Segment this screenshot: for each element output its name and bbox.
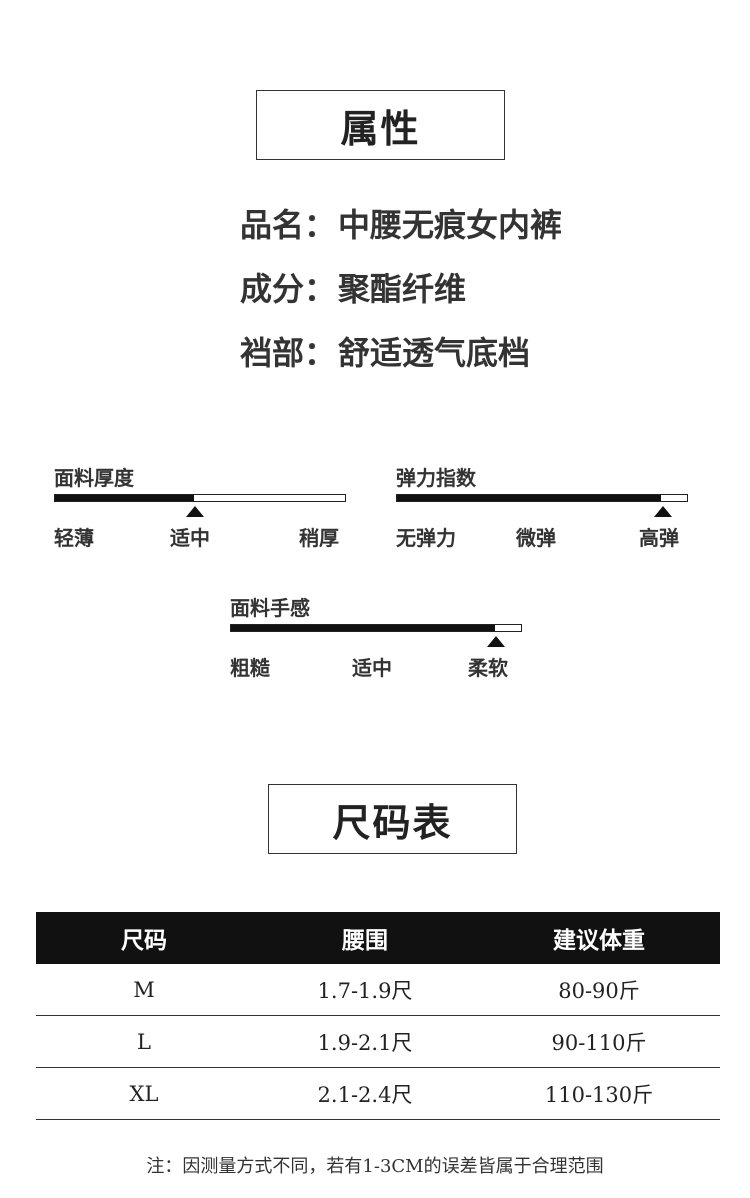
gauge-label-high: 柔软 [468, 656, 508, 680]
gauge-marker-icon [654, 506, 672, 517]
waist-cell: 2.1-2.4尺 [252, 1067, 478, 1120]
measurement-note: 注：因测量方式不同，若有1-3CM的误差皆属于合理范围 [146, 1156, 604, 1177]
size-cell: L [36, 1015, 252, 1068]
attribute-key: 裆部 [240, 334, 305, 372]
gauge-label-low: 无弹力 [396, 526, 456, 550]
size-cell: M [36, 964, 252, 1016]
attribute-separator: ： [304, 206, 337, 244]
gauge-label-high: 稍厚 [299, 526, 339, 550]
waist-cell: 1.7-1.9尺 [252, 964, 478, 1016]
attribute-key: 成分 [240, 270, 305, 308]
gauge-label-low: 轻薄 [54, 526, 94, 550]
column-header-weight: 建议体重 [553, 927, 645, 954]
attribute-key: 品名 [240, 206, 305, 244]
weight-cell: 80-90斤 [478, 964, 720, 1016]
gauge-label-mid: 微弹 [516, 526, 556, 550]
column-header-size: 尺码 [121, 927, 167, 954]
attribute-value: 中腰无痕女内裤 [338, 206, 563, 244]
gauge-marker-icon [186, 506, 204, 517]
attributes-heading: 属性 [256, 90, 505, 160]
attribute-row-material: 成分：聚酯纤维 [240, 264, 466, 310]
elasticity-gauge: 弹力指数 无弹力 微弹 高弹 [396, 462, 690, 562]
table-row: XL 2.1-2.4尺 110-130斤 [36, 1067, 720, 1120]
table-row: L 1.9-2.1尺 90-110斤 [36, 1015, 720, 1068]
gauge-fill [55, 495, 195, 501]
hand-feel-gauge: 面料手感 粗糙 适中 柔软 [230, 592, 524, 692]
gauge-bar [54, 494, 346, 502]
weight-cell: 110-130斤 [478, 1067, 720, 1120]
gauge-bar [396, 494, 688, 502]
attribute-row-crotch: 裆部：舒适透气底档 [240, 328, 530, 374]
waist-cell: 1.9-2.1尺 [252, 1015, 478, 1068]
gauge-label-high: 高弹 [639, 526, 679, 550]
gauge-title: 弹力指数 [396, 466, 476, 490]
gauge-label-mid: 适中 [170, 526, 210, 550]
gauge-bar [230, 624, 522, 632]
gauge-title: 面料手感 [230, 596, 310, 620]
gauge-fill [397, 495, 661, 501]
size-chart-heading: 尺码表 [268, 784, 517, 854]
attribute-separator: ： [304, 270, 337, 308]
gauge-title: 面料厚度 [54, 466, 134, 490]
attribute-separator: ： [304, 334, 337, 372]
size-table: 尺码 腰围 建议体重 M 1.7-1.9尺 80-90斤 L 1.9-2.1尺 … [36, 912, 720, 1120]
attribute-value: 舒适透气底档 [338, 334, 531, 372]
size-cell: XL [36, 1067, 252, 1120]
attribute-row-name: 品名：中腰无痕女内裤 [240, 200, 562, 246]
gauge-fill [231, 625, 495, 631]
attribute-value: 聚酯纤维 [338, 270, 467, 308]
gauge-label-mid: 适中 [352, 656, 392, 680]
table-header-row: 尺码 腰围 建议体重 [36, 912, 720, 964]
gauge-label-low: 粗糙 [230, 656, 270, 680]
gauge-marker-icon [487, 636, 505, 647]
column-header-waist: 腰围 [342, 927, 388, 954]
weight-cell: 90-110斤 [478, 1015, 720, 1068]
thickness-gauge: 面料厚度 轻薄 适中 稍厚 [54, 462, 348, 562]
table-row: M 1.7-1.9尺 80-90斤 [36, 964, 720, 1016]
